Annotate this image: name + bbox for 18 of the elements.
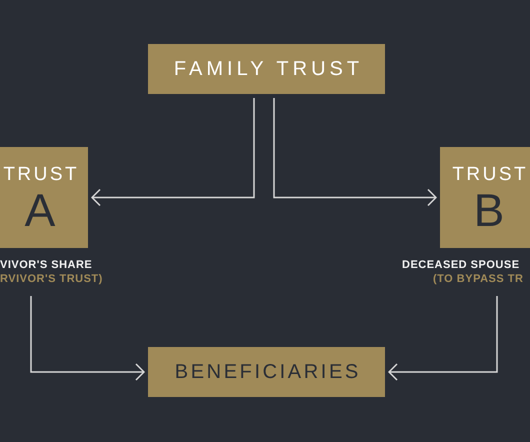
box-label: TRUST (3, 164, 80, 184)
letter-label: A (24, 190, 56, 230)
title-box (148, 347, 385, 397)
box-label: TRUST (452, 164, 528, 184)
arrow (273, 98, 437, 206)
arrow (388, 296, 498, 381)
caption-text: (TO BYPASS TR (433, 273, 524, 286)
caption-text: RVIVOR'S TRUST) (0, 273, 103, 286)
title-box (148, 44, 385, 94)
box-label: BENEFICIARIES (174, 362, 361, 382)
trust-box (440, 147, 530, 248)
arrow (91, 98, 255, 206)
letter-label: B (474, 190, 504, 230)
trust-box (0, 147, 88, 248)
arrow (30, 296, 145, 381)
caption-text: VIVOR'S SHARE (0, 259, 92, 272)
box-label: FAMILY TRUST (174, 59, 364, 79)
caption-text: DECEASED SPOUSE (402, 259, 520, 272)
